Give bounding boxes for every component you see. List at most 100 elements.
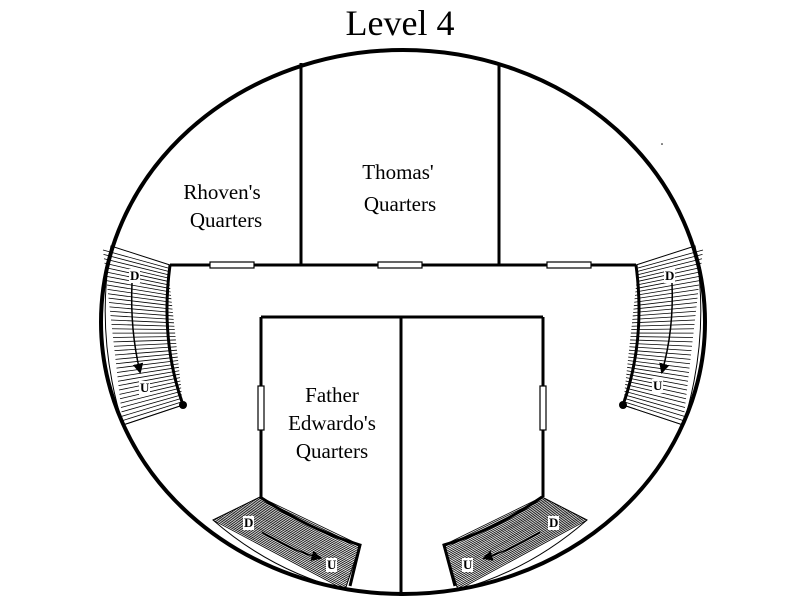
stair-tread — [624, 390, 686, 408]
stair-tread — [120, 390, 182, 408]
stair-tread — [450, 507, 564, 567]
stair-tread — [110, 319, 175, 324]
stair-tread — [113, 342, 177, 347]
stair-tread — [108, 302, 173, 310]
stair-tread — [106, 280, 171, 293]
stair-west-up-label: U — [139, 380, 151, 395]
stair-tread — [634, 293, 699, 303]
room-label-line: Thomas' — [362, 160, 434, 184]
room-label-edwardo: Father Edwardo's Quarters — [252, 381, 412, 465]
stair-tread — [448, 504, 557, 560]
mark-dot — [661, 143, 663, 145]
door-rhoven — [209, 261, 255, 269]
stair-tread — [236, 508, 353, 568]
stair-tread — [109, 310, 174, 317]
stair-tread — [114, 349, 178, 356]
stair-tread — [112, 336, 176, 338]
stair-tread — [121, 394, 182, 413]
stair-tread — [457, 518, 586, 589]
stair-tread — [637, 258, 703, 276]
stair-tread — [635, 280, 700, 293]
stair-tread — [631, 323, 695, 327]
stair-tread — [448, 504, 559, 562]
stair-tread — [457, 519, 588, 591]
stair-tread — [628, 356, 691, 365]
stair-tread — [443, 496, 543, 546]
stair-tread — [217, 517, 347, 586]
stair-tread — [239, 506, 354, 565]
door-south-east-room — [539, 385, 547, 431]
stair-tread — [253, 499, 359, 552]
stair-west — [102, 245, 187, 426]
stair-tread — [634, 284, 700, 296]
stair-tread — [246, 503, 356, 559]
stair-tread — [637, 249, 704, 269]
stair-se-up-label: U — [462, 557, 474, 572]
stair-east-down-label: D — [664, 268, 676, 283]
stair-se-down-label: D — [548, 515, 560, 530]
stair-tread — [632, 310, 697, 317]
stair-tread — [630, 339, 693, 343]
stair-tread — [626, 370, 689, 382]
stair-tread — [110, 315, 174, 320]
room-label-line: Quarters — [363, 192, 437, 216]
stair-tread — [241, 505, 355, 564]
stair-tread — [627, 366, 689, 378]
stair-tread — [455, 516, 581, 584]
stair-tread — [631, 319, 696, 324]
stair-tread — [106, 284, 172, 296]
stair-tread — [117, 370, 180, 382]
stair-tread — [634, 288, 699, 300]
stair-tread — [449, 506, 562, 565]
stair-tread — [637, 253, 703, 272]
stair-tread — [109, 306, 173, 313]
room-label-line: Quarters — [295, 439, 369, 463]
stair-tread — [122, 404, 184, 426]
stair-tread — [103, 253, 169, 272]
room-label-line: Quarters — [189, 208, 263, 232]
level-title: Level 4 — [345, 3, 455, 43]
stair-south-west — [212, 495, 362, 591]
stair-sw-down-label: D — [243, 515, 255, 530]
stair-tread — [630, 336, 694, 338]
stair-tread — [212, 519, 346, 591]
stair-tread — [248, 502, 357, 557]
stair-tread — [115, 353, 178, 360]
stair-tread — [121, 397, 183, 417]
stair-tread — [107, 288, 172, 300]
stair-tread — [445, 499, 549, 552]
stair-tread — [114, 346, 177, 352]
stair-tread — [632, 315, 696, 320]
stair-tread — [219, 516, 348, 584]
stair-tread — [103, 258, 169, 276]
stair-tread — [116, 363, 179, 373]
stair-tread — [118, 373, 180, 387]
stair-tread — [111, 328, 175, 331]
stair-tread — [633, 297, 698, 307]
stair-tread — [249, 501, 357, 556]
stair-tread — [633, 302, 698, 310]
stair-tread — [629, 346, 692, 352]
stair-tread — [237, 507, 354, 567]
stair-tread — [450, 508, 565, 568]
stair-sw-up-label: U — [326, 557, 338, 572]
stair-tread — [122, 401, 183, 422]
room-label-line: Edwardo's — [288, 411, 376, 435]
stair-tread — [449, 505, 560, 564]
stair-tread — [628, 353, 691, 360]
stair-tread — [214, 518, 346, 589]
stair-tread — [624, 394, 685, 413]
stair-tread — [108, 297, 173, 307]
stair-tread — [456, 517, 583, 586]
door-thomas — [377, 261, 423, 269]
stair-west-down-label: D — [129, 268, 141, 283]
stair-tread — [446, 500, 551, 554]
stair-tread — [447, 502, 554, 557]
stair-tread — [447, 503, 556, 559]
stair-tread — [623, 397, 685, 417]
stair-tread — [116, 360, 179, 369]
stair-tread — [216, 518, 347, 588]
room-label-line: Rhoven's — [183, 180, 261, 204]
room-label-thomas: Thomas' Quarters — [318, 158, 478, 218]
stair-tread — [446, 501, 552, 556]
